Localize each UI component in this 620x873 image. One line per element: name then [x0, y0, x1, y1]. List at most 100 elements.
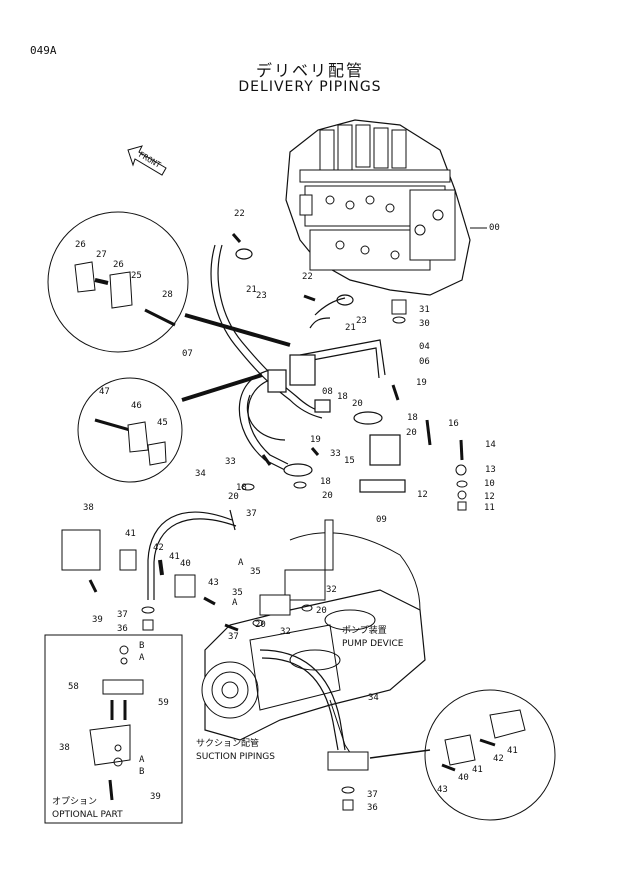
callout-32-upper: 32: [326, 585, 337, 595]
callout-59: 59: [158, 698, 169, 708]
optional-jp: オプション: [52, 796, 97, 807]
callout-33-right: 33: [330, 449, 341, 459]
callout-11: 11: [484, 503, 495, 513]
callout-40-right: 40: [458, 773, 469, 783]
callout-14: 14: [485, 440, 496, 450]
callout-39-upper: 39: [92, 615, 103, 625]
callout-35-upper: 35: [250, 567, 261, 577]
pump-device-en: PUMP DEVICE: [342, 639, 404, 649]
callout-38-upper: 38: [83, 503, 94, 513]
callout-37-lower: 37: [367, 790, 378, 800]
title-english: DELIVERY PIPINGS: [238, 79, 382, 95]
optional-part-box: [44, 634, 183, 824]
callout-22-lower: 22: [302, 272, 313, 282]
ref-a-lower: A: [232, 598, 238, 608]
callout-18-right: 18: [407, 413, 418, 423]
callout-42-right: 42: [493, 754, 504, 764]
callout-21-upper: 21: [246, 285, 257, 295]
callout-34-upper: 34: [195, 469, 206, 479]
callout-26-right: 26: [113, 260, 124, 270]
callout-08: 08: [322, 387, 333, 397]
detail-circle-clamp-middle: [77, 377, 183, 483]
callout-23-lower: 23: [356, 316, 367, 326]
callout-18-mid: 18: [320, 477, 331, 487]
callout-45: 45: [157, 418, 168, 428]
callout-46: 46: [131, 401, 142, 411]
callout-38-lower: 38: [59, 743, 70, 753]
callout-37-mid: 37: [228, 632, 239, 642]
callout-39-lower: 39: [150, 792, 161, 802]
callout-36-lower: 36: [367, 803, 378, 813]
control-valve: [285, 119, 471, 324]
callout-23-upper: 23: [256, 291, 267, 301]
callout-10: 10: [484, 479, 495, 489]
callout-00: 00: [489, 223, 500, 233]
callout-22-upper: 22: [234, 209, 245, 219]
callout-20-lower-right: 20: [316, 606, 327, 616]
callout-32-lower: 32: [280, 627, 291, 637]
callout-41-mid: 41: [169, 552, 180, 562]
callout-20-left: 20: [228, 492, 239, 502]
opt-ref-a-lower: A: [139, 755, 145, 765]
callout-25: 25: [131, 271, 142, 281]
front-arrow: FRONT: [127, 145, 167, 176]
callout-30: 30: [419, 319, 430, 329]
leader-thick-2: [181, 373, 263, 402]
hoses: [147, 244, 406, 751]
callout-33-left: 33: [225, 457, 236, 467]
callout-58: 58: [68, 682, 79, 692]
detail-circle-clamp-lower: [424, 689, 556, 821]
callout-40-left: 40: [180, 559, 191, 569]
callout-12-right: 12: [484, 492, 495, 502]
callout-41-right-lower: 41: [472, 765, 483, 775]
callout-07: 07: [182, 349, 193, 359]
leader-to-lower-detail: [369, 749, 431, 759]
callout-20-mid: 20: [322, 491, 333, 501]
optional-en: OPTIONAL PART: [52, 810, 123, 820]
callout-31: 31: [419, 305, 430, 315]
page-code: 049A: [30, 44, 57, 57]
leader-thick-1: [184, 313, 291, 347]
callout-28: 28: [162, 290, 173, 300]
callout-35-lower: 35: [232, 588, 243, 598]
suction-pipings-en: SUCTION PIPINGS: [196, 752, 275, 762]
callout-36-left: 36: [117, 624, 128, 634]
callout-20-right: 20: [406, 428, 417, 438]
callout-19-mid: 19: [310, 435, 321, 445]
pump-device: [201, 519, 426, 771]
opt-ref-b-lower: B: [139, 767, 144, 777]
callout-09: 09: [376, 515, 387, 525]
ref-a-upper: A: [238, 558, 244, 568]
callout-41-left: 41: [125, 529, 136, 539]
callout-20-upper: 20: [352, 399, 363, 409]
callout-34-lower: 34: [368, 693, 379, 703]
callout-42-left: 42: [153, 543, 164, 553]
callout-13: 13: [485, 465, 496, 475]
callouts: 00 22 21 23 22 23 21 31 30 04 06 07 08 1…: [52, 209, 518, 820]
callout-06: 06: [419, 357, 430, 367]
small-parts: [61, 233, 468, 811]
callout-27: 27: [96, 250, 107, 260]
callout-20-lower-left: 20: [255, 620, 266, 630]
callout-16: 16: [448, 419, 459, 429]
callout-41-right-upper: 41: [507, 746, 518, 756]
opt-ref-b-upper: B: [139, 641, 144, 651]
pump-device-jp: ポンプ装置: [342, 624, 387, 636]
suction-pipings-jp: サクション配管: [196, 737, 259, 749]
title-japanese: デリベリ配管: [255, 61, 364, 80]
callout-15: 15: [344, 456, 355, 466]
callout-21-lower: 21: [345, 323, 356, 333]
callout-37-upper: 37: [246, 509, 257, 519]
callout-43-right: 43: [437, 785, 448, 795]
callout-37-left: 37: [117, 610, 128, 620]
callout-19-right: 19: [416, 378, 427, 388]
callout-43-left: 43: [208, 578, 219, 588]
detail-circle-clamp-upper: [47, 211, 189, 353]
opt-ref-a-upper: A: [139, 653, 145, 663]
callout-12: 12: [417, 490, 428, 500]
callout-47: 47: [99, 387, 110, 397]
callout-18-left: 18: [236, 483, 247, 493]
callout-18-upper: 18: [337, 392, 348, 402]
